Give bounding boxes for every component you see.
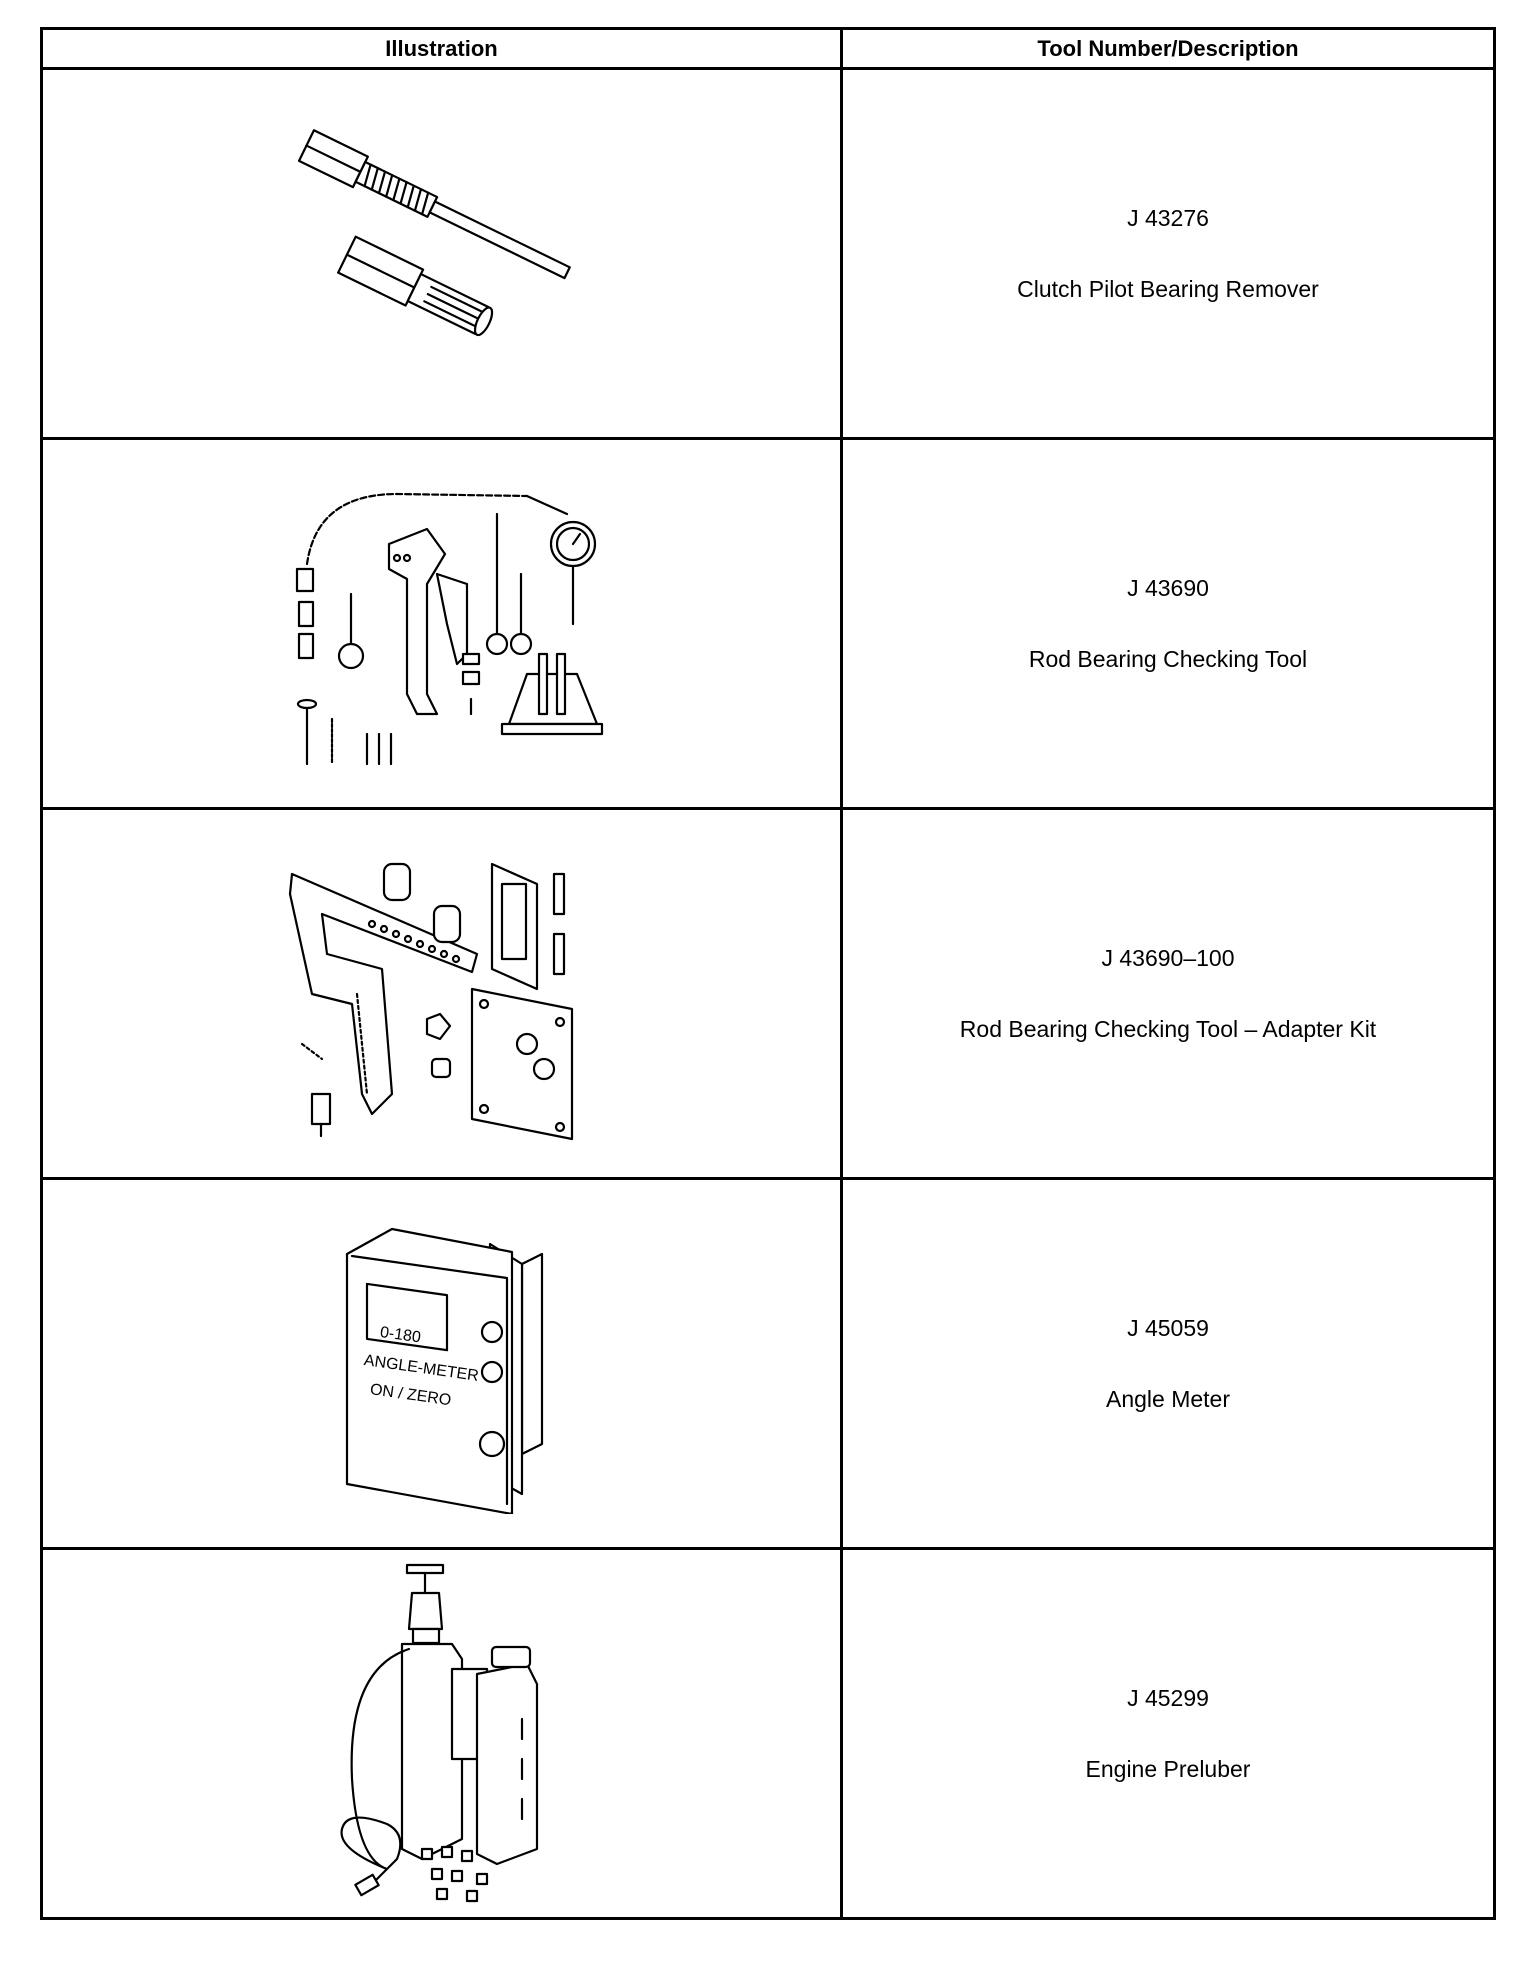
description-cell: J 43690–100 Rod Bearing Checking Tool – … — [840, 807, 1496, 1180]
tool-number: J 45299 — [1127, 1684, 1209, 1711]
illustration-header: Illustration — [40, 27, 843, 70]
table-row: 0-180 ANGLE-METER ON / ZERO J 45059 Angl… — [40, 1177, 1496, 1550]
table-row: J 45299 Engine Preluber — [40, 1547, 1496, 1920]
angle-meter-range-label: 0-180 — [378, 1323, 421, 1346]
description-header: Tool Number/Description — [840, 27, 1496, 70]
clutch-pilot-bearing-remover-illustration — [297, 128, 571, 336]
tool-description: Clutch Pilot Bearing Remover — [1017, 275, 1319, 302]
description-cell: J 45299 Engine Preluber — [840, 1547, 1496, 1920]
description-cell: J 43276 Clutch Pilot Bearing Remover — [840, 67, 1496, 440]
illustration-cell — [40, 67, 843, 440]
description-cell: J 43690 Rod Bearing Checking Tool — [840, 437, 1496, 810]
illustration-cell — [40, 807, 843, 1180]
tool-number: J 43690–100 — [1101, 944, 1235, 971]
table-row: J 43690–100 Rod Bearing Checking Tool – … — [40, 807, 1496, 1180]
tool-number: J 43690 — [1127, 574, 1209, 601]
table-row: J 43276 Clutch Pilot Bearing Remover — [40, 67, 1496, 440]
tool-description: Rod Bearing Checking Tool — [1028, 645, 1308, 672]
angle-meter-illustration: 0-180 ANGLE-METER ON / ZERO — [345, 1227, 543, 1514]
illustration-cell — [40, 437, 843, 810]
tool-description: Angle Meter — [1105, 1385, 1230, 1412]
illustration-cell: 0-180 ANGLE-METER ON / ZERO — [40, 1177, 843, 1550]
rod-bearing-checking-tool-illustration — [295, 492, 603, 765]
illustration-cell — [40, 1547, 843, 1920]
adapter-kit-illustration — [288, 862, 573, 1140]
tool-number: J 45059 — [1127, 1314, 1209, 1341]
description-cell: J 45059 Angle Meter — [840, 1177, 1496, 1550]
table-row: J 43690 Rod Bearing Checking Tool — [40, 437, 1496, 810]
tool-number: J 43276 — [1127, 204, 1209, 231]
special-tools-table: Illustration Tool Number/Description — [40, 27, 1496, 1920]
header-row: Illustration Tool Number/Description — [40, 27, 1496, 70]
tool-description: Engine Preluber — [1085, 1755, 1251, 1782]
tool-description: Rod Bearing Checking Tool – Adapter Kit — [959, 1015, 1377, 1042]
engine-preluber-illustration — [339, 1563, 538, 1902]
